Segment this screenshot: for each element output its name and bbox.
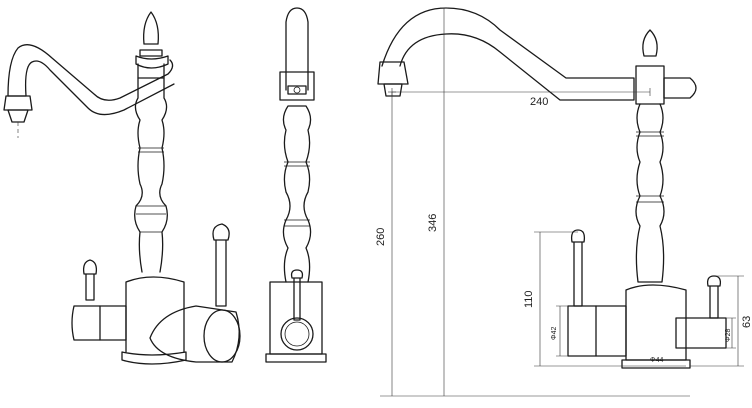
front-view xyxy=(265,7,327,363)
side-top-knob xyxy=(642,29,658,57)
spout xyxy=(7,44,175,116)
main-column xyxy=(134,77,168,273)
side-column xyxy=(635,103,665,283)
right-handle xyxy=(212,223,230,307)
front-spout xyxy=(285,7,309,91)
side-right-handle xyxy=(706,275,722,319)
dimension-lines: 240 260 346 110 63 Φ42 Φ28 Φ44 xyxy=(375,7,752,397)
left-handle xyxy=(82,259,98,301)
dim-63-label: 63 xyxy=(741,316,752,328)
perspective-view xyxy=(3,11,241,365)
dim-phi44-label: Φ44 xyxy=(650,357,663,364)
dim-phi28-label: Φ28 xyxy=(725,329,732,342)
dim-260-label: 260 xyxy=(375,228,387,246)
front-handle-ring xyxy=(280,317,314,351)
dim-phi42-label: Φ42 xyxy=(551,327,558,340)
base-body xyxy=(125,276,185,353)
side-view xyxy=(377,7,727,369)
dim-346-label: 346 xyxy=(427,214,439,232)
top-knob xyxy=(143,11,159,45)
dim-240-label: 240 xyxy=(530,96,548,108)
dim-110-label: 110 xyxy=(523,290,535,308)
side-spout xyxy=(381,7,635,101)
front-column xyxy=(282,105,312,283)
side-left-handle xyxy=(570,229,586,307)
